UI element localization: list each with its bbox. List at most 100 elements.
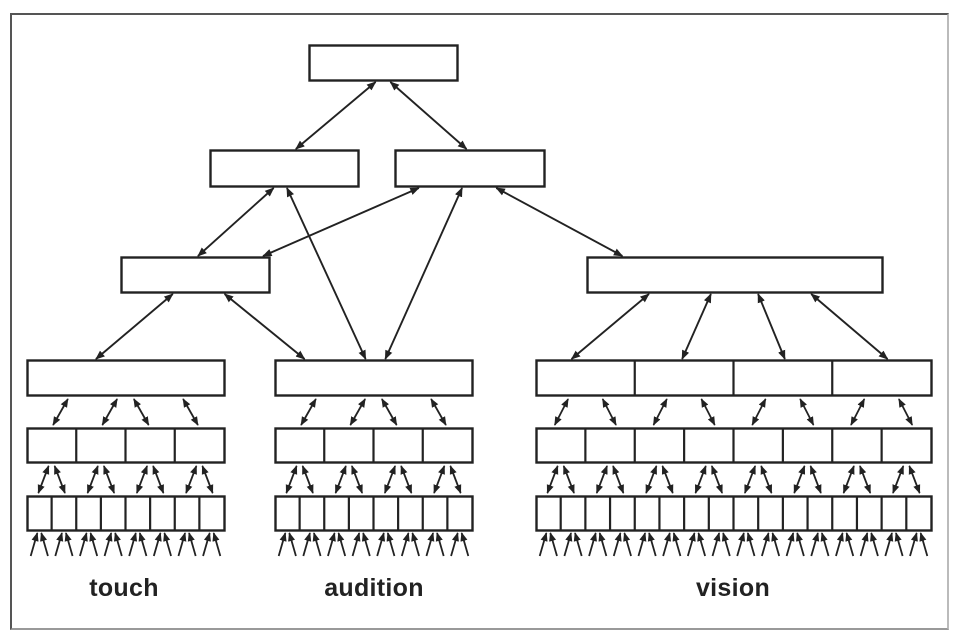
vision-l4-l5-arrow <box>553 398 569 426</box>
audition-input-arrow <box>277 532 287 557</box>
vision-input-arrow <box>672 532 682 557</box>
vision-input-arrow <box>796 532 805 557</box>
vision-input-arrow <box>549 532 558 557</box>
edge-l2-left-to-l3-left <box>197 187 275 257</box>
audition-input-arrow <box>312 532 322 557</box>
vision-l4-l5-arrow <box>799 398 815 426</box>
vision-l4-l5-arrow <box>751 398 767 426</box>
audition-l5-l6-arrow <box>433 465 446 494</box>
touch-input-arrow <box>79 532 88 557</box>
node-l3-right <box>586 256 884 294</box>
vision-input-arrow <box>884 532 894 557</box>
vision-l5-l6-arrow <box>760 465 773 494</box>
vision-l5-l6-arrow <box>661 465 674 494</box>
touch-l5-l6-arrow <box>37 465 50 494</box>
diagram-frame <box>10 13 949 630</box>
vision-input-arrow <box>820 532 830 557</box>
vision-input-arrow <box>909 532 918 557</box>
audition-input-arrow <box>425 532 435 557</box>
vision-l5-l6-arrow <box>595 465 608 494</box>
touch-input-arrow <box>113 532 123 557</box>
edge-l2-left-to-audition-l4 <box>286 187 367 360</box>
audition-input-arrow <box>288 532 297 557</box>
vision-input-arrow <box>894 532 904 557</box>
vision-l4-l5-arrow <box>601 398 617 426</box>
touch-input-arrow <box>152 532 162 557</box>
vision-input-arrow <box>845 532 855 557</box>
edge-l2-right-to-audition-l4 <box>384 187 463 360</box>
vision-input-arrow <box>563 532 573 557</box>
vision-input-arrow <box>785 532 795 557</box>
touch-input-arrow <box>89 532 99 557</box>
node-l3-left <box>120 256 271 294</box>
touch-input-arrow <box>54 532 64 557</box>
edge-l3-left-to-touch-l4 <box>95 293 174 360</box>
label-touch: touch <box>89 574 159 602</box>
audition-l4-l5-arrow <box>349 398 366 426</box>
edge-l3-right-to-vision-l4-cell-1 <box>570 293 650 360</box>
vision-input-arrow <box>711 532 721 557</box>
vision-input-arrow <box>538 532 548 557</box>
edge-top-to-l2-left <box>295 81 377 150</box>
touch-input-arrow <box>128 532 138 557</box>
touch-l4-l5-arrow <box>182 398 199 426</box>
vision-input-arrow <box>647 532 657 557</box>
vision-l5-l6-arrow <box>859 465 872 494</box>
edge-l2-right-to-l3-left <box>262 187 420 257</box>
touch-l4-l5-arrow <box>101 398 118 426</box>
touch-input-arrow <box>163 532 172 557</box>
touch-input-arrow <box>138 532 148 557</box>
vision-l5-l6-arrow <box>892 465 905 494</box>
vision-l4-l5-arrow <box>700 398 716 426</box>
vision-input-arrow <box>771 532 781 557</box>
vision-input-arrow <box>662 532 671 557</box>
vision-input-arrow <box>870 532 879 557</box>
touch-l5-l6-arrow <box>103 465 116 494</box>
vision-l5-l6-arrow <box>694 465 707 494</box>
audition-l5-l6-arrow <box>334 465 347 494</box>
audition-l5-l6-arrow <box>449 465 462 494</box>
vision-input-arrow <box>697 532 706 557</box>
edge-top-to-l2-right <box>389 81 468 150</box>
node-top <box>308 44 459 82</box>
touch-input-arrow <box>29 532 39 557</box>
vision-input-arrow <box>919 532 929 557</box>
vision-l5-l6-arrow <box>744 465 757 494</box>
vision-input-arrow <box>588 532 597 557</box>
audition-input-arrow <box>411 532 420 557</box>
node-l2-left <box>209 149 360 188</box>
touch-input-arrow <box>64 532 74 557</box>
vision-l5-l6-arrow <box>842 465 855 494</box>
vision-l5-l6-arrow <box>793 465 806 494</box>
audition-l5-l6-arrow <box>351 465 364 494</box>
touch-l5-l6-arrow <box>152 465 165 494</box>
audition-input-arrow <box>302 532 312 557</box>
audition-input-arrow <box>351 532 361 557</box>
vision-l5-l6-arrow <box>612 465 625 494</box>
vision-l5-l6-arrow <box>546 465 559 494</box>
audition-input-arrow <box>435 532 445 557</box>
touch-input-arrow <box>40 532 49 557</box>
vision-l4-l5-arrow <box>898 398 914 426</box>
audition-l5-l6-arrow <box>383 465 396 494</box>
touch-input-arrow <box>187 532 197 557</box>
edge-l3-right-to-vision-l4-cell-3 <box>757 293 786 360</box>
audition-input-arrow <box>450 532 459 557</box>
vision-l5-l6-arrow <box>908 465 921 494</box>
touch-input-arrow <box>177 532 187 557</box>
vision-l5-l6-arrow <box>710 465 723 494</box>
edge-l3-right-to-vision-l4-cell-4 <box>810 293 889 360</box>
vision-input-arrow <box>859 532 869 557</box>
audition-l4-l5-arrow <box>300 398 317 426</box>
touch-l5-l6-arrow <box>86 465 99 494</box>
vision-input-arrow <box>810 532 820 557</box>
vision-l4-l5-arrow <box>652 398 668 426</box>
vision-input-arrow <box>623 532 632 557</box>
vision-l5-l6-arrow <box>562 465 575 494</box>
vision-l4-l5-arrow <box>850 398 866 426</box>
touch-l5-l6-arrow <box>53 465 66 494</box>
vision-input-arrow <box>637 532 647 557</box>
vision-input-arrow <box>612 532 622 557</box>
node-l2-right <box>394 149 546 188</box>
